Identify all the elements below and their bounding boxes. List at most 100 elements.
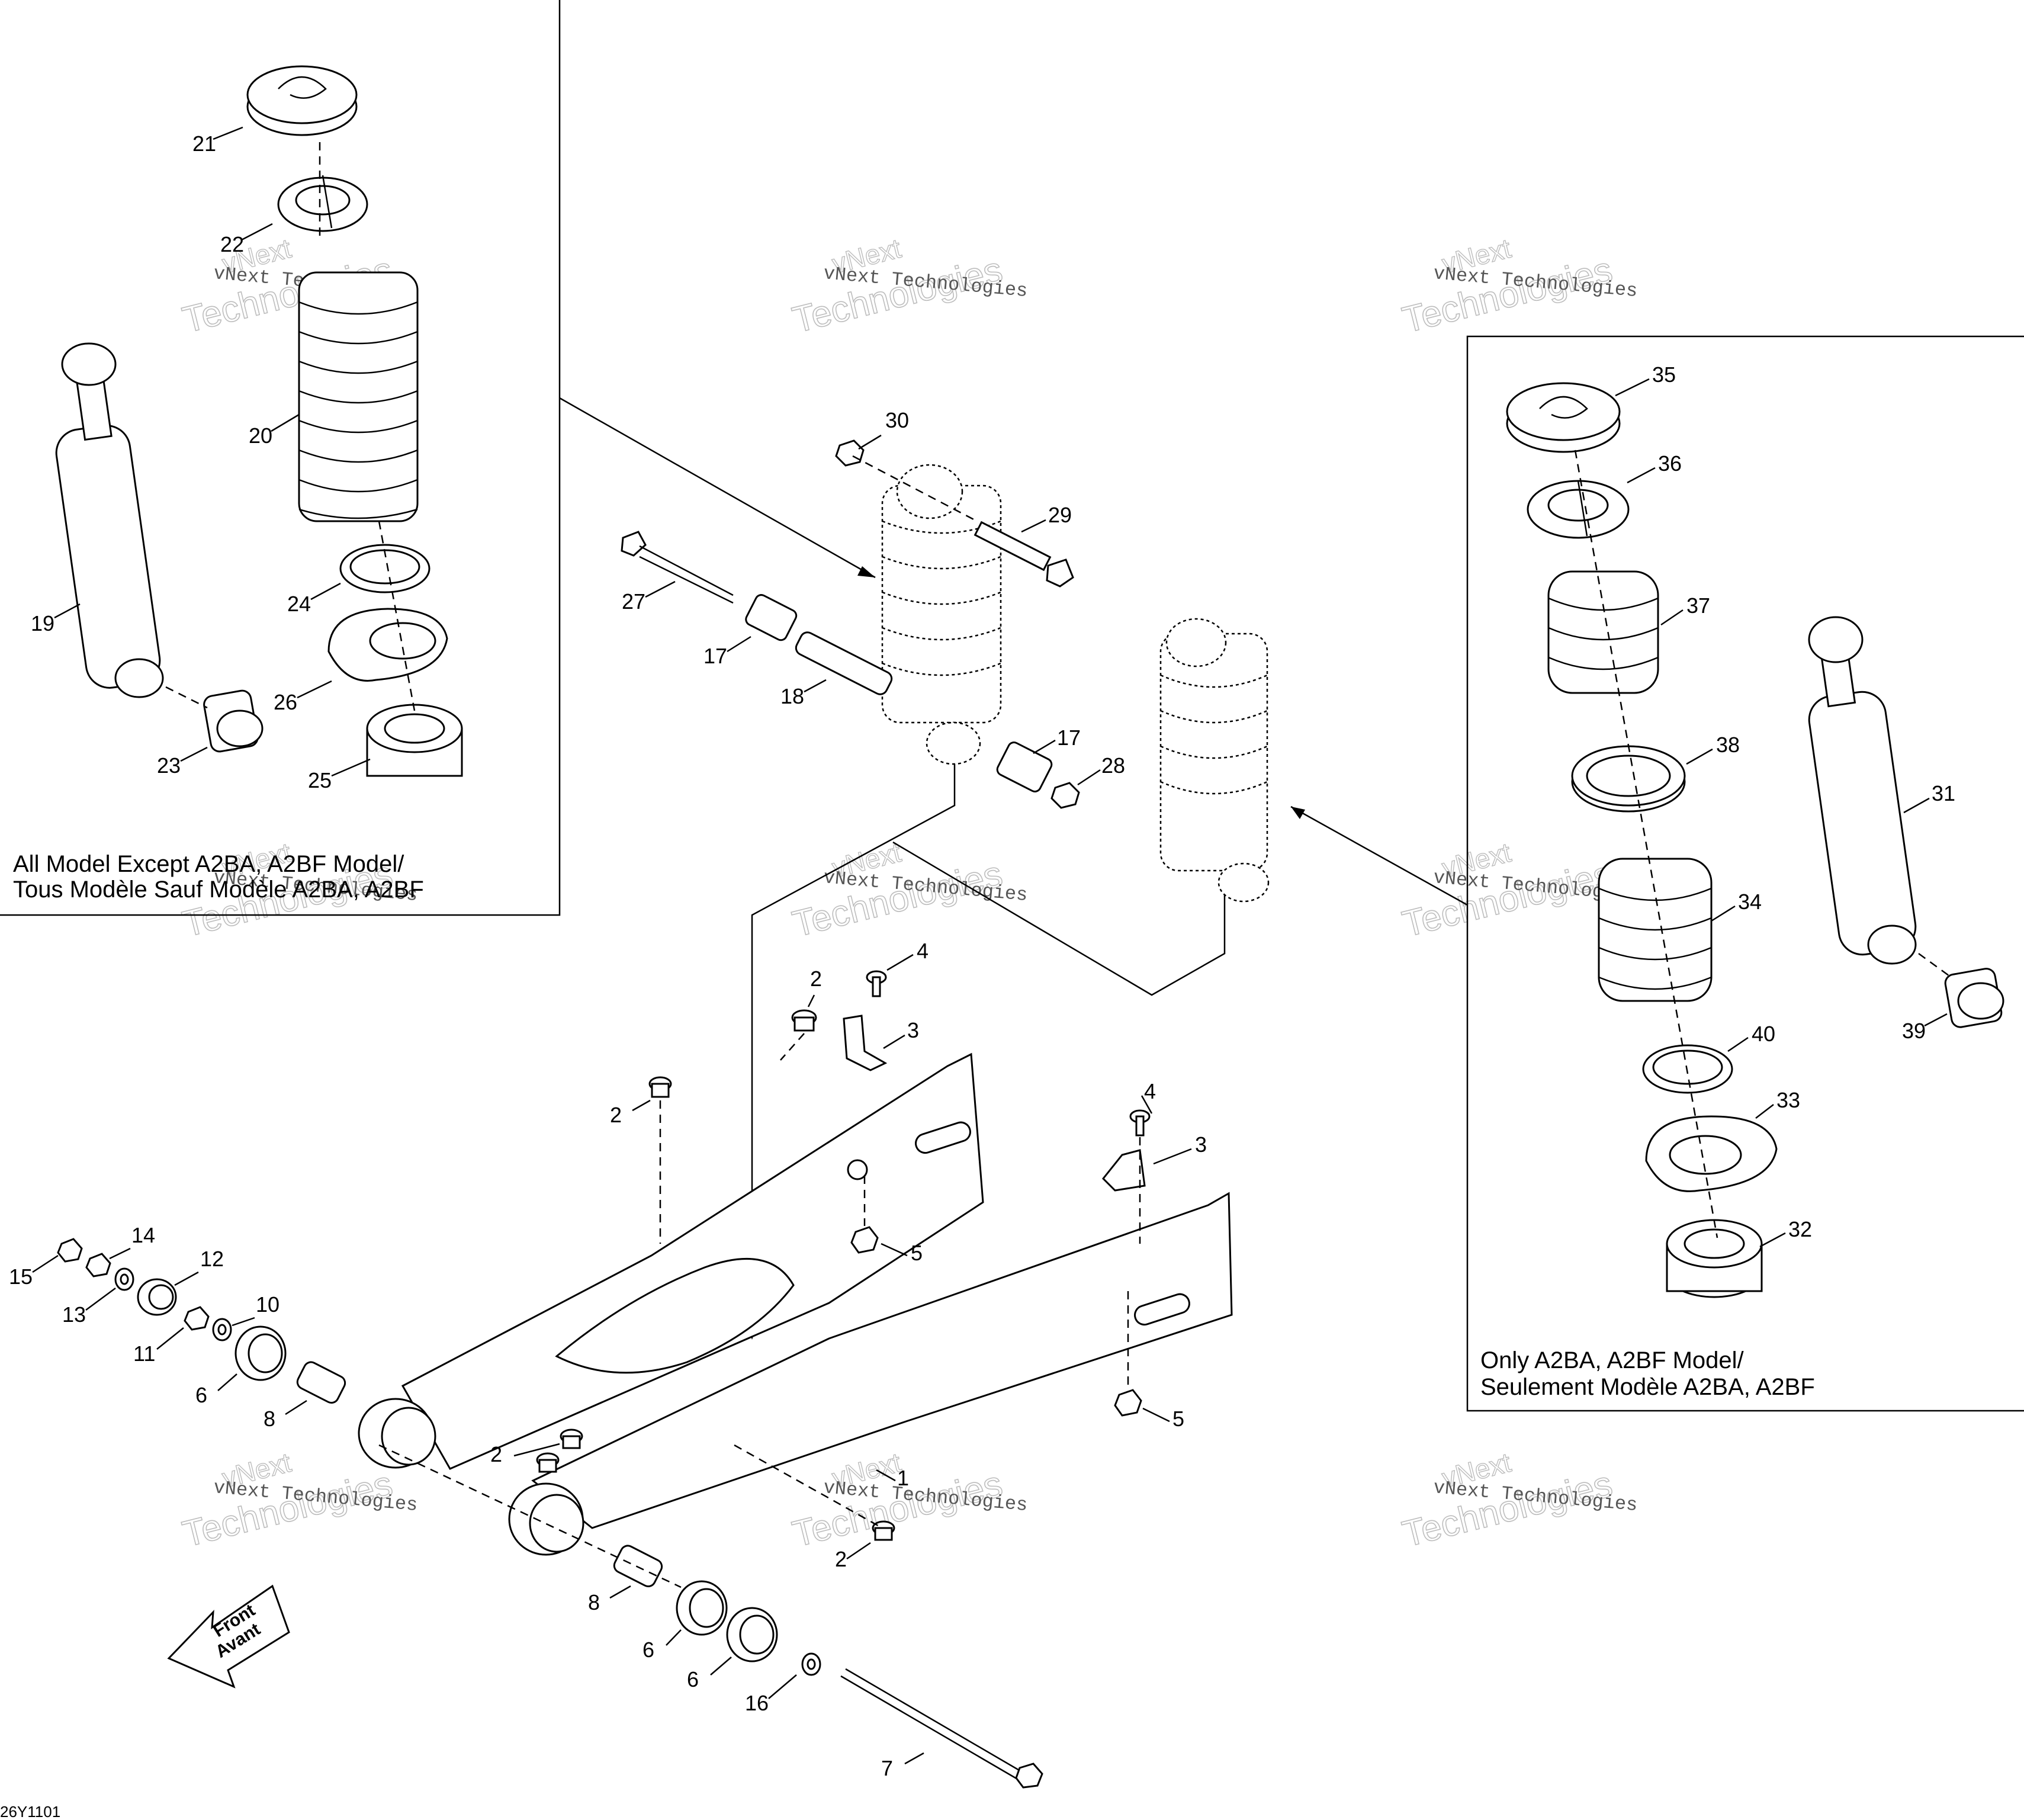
callout-number: 2 [835, 1547, 847, 1571]
callout-16: 16 [745, 1674, 797, 1715]
callout-leader-line [710, 1657, 732, 1675]
callout-6: 6 [642, 1629, 682, 1662]
callout-23: 23 [157, 746, 208, 778]
sleeve-part-17-upper [745, 594, 798, 641]
callout-21: 21 [192, 126, 243, 156]
callout-6: 6 [687, 1657, 732, 1691]
assembly-lines [559, 397, 1468, 1340]
callout-number: 31 [1932, 781, 1955, 805]
left-box-label-1: All Model Except A2BA, A2BF Model/ [13, 851, 404, 877]
callout-leader-line [241, 223, 273, 241]
shock-ghost-lower [1159, 618, 1270, 903]
callout-35: 35 [1615, 362, 1676, 397]
callout-24: 24 [287, 582, 341, 616]
callout-number: 17 [703, 644, 727, 668]
callout-leader-line [846, 1542, 871, 1560]
bearing-part-6-a [676, 1580, 728, 1636]
callout-number: 15 [9, 1264, 33, 1289]
bracket-part-3-right [1101, 1149, 1146, 1192]
callout-number: 11 [133, 1341, 155, 1366]
callout-leader-line [807, 994, 815, 1007]
callout-leader-line [1924, 1013, 1948, 1027]
callout-4: 4 [1140, 1079, 1156, 1114]
plug-part-2-b [648, 1076, 672, 1098]
callout-leader-line [32, 1254, 59, 1273]
callout-leader-line [1686, 748, 1713, 765]
callout-leader-line [1727, 1036, 1749, 1052]
callout-number: 3 [1195, 1132, 1207, 1157]
callout-number: 22 [220, 232, 244, 256]
castle-nut-part-25 [366, 704, 463, 777]
washer-part-13 [114, 1267, 134, 1291]
diagram-code: 26Y1101 [0, 1803, 60, 1820]
callout-number: 33 [1776, 1088, 1800, 1112]
callout-leader-line [727, 635, 751, 653]
callout-2: 2 [835, 1542, 871, 1571]
bearing-part-6-left [234, 1325, 287, 1381]
callout-38: 38 [1686, 733, 1740, 765]
coil-spring-part-34 [1598, 858, 1713, 1002]
callout-leader-line [1153, 1148, 1192, 1165]
swingarm-part-1 [358, 1052, 1233, 1556]
bolt-part-4-left [866, 970, 887, 997]
callout-7: 7 [881, 1752, 924, 1780]
callout-leader-line [666, 1629, 682, 1646]
callout-number: 12 [200, 1247, 224, 1271]
right-box-label-1: Only A2BA, A2BF Model/ [1480, 1347, 1745, 1373]
callout-leader-line [883, 1034, 905, 1049]
plug-part-2-d [872, 1520, 895, 1541]
callout-36: 36 [1627, 451, 1682, 484]
ring-part-40 [1642, 1044, 1733, 1094]
callout-leader-line [174, 1271, 199, 1286]
callout-leader-line [217, 1373, 237, 1391]
front-direction-arrow: Front Avant [167, 1584, 290, 1689]
callout-leader-line [1903, 797, 1930, 814]
callout-number: 10 [256, 1292, 279, 1317]
callout-17: 17 [1033, 726, 1081, 755]
bearing-part-6-b [726, 1607, 778, 1662]
tube-part-18 [795, 631, 893, 695]
callout-leader-line [1759, 1232, 1786, 1248]
callout-6: 6 [195, 1373, 237, 1407]
cap-part-12 [137, 1278, 177, 1316]
spacer-part-8-left [296, 1361, 346, 1404]
bolt-part-29 [974, 521, 1074, 588]
callout-number: 27 [622, 589, 645, 614]
callout-26: 26 [274, 680, 332, 714]
callout-number: 14 [131, 1223, 155, 1247]
callout-leader-line [271, 413, 300, 432]
callout-1: 1 [876, 1466, 909, 1490]
ring-part-38 [1571, 745, 1686, 813]
callout-number: 7 [881, 1756, 893, 1780]
split-ring-part-36 [1527, 480, 1630, 539]
callout-leader-line [85, 1287, 116, 1311]
callout-number: 36 [1658, 451, 1682, 476]
nut-part-14 [85, 1253, 111, 1277]
callout-13: 13 [62, 1287, 116, 1327]
castle-nut-part-32 [1666, 1219, 1763, 1298]
callout-32: 32 [1759, 1217, 1812, 1248]
adjuster-plate-part-33 [1645, 1115, 1778, 1192]
callout-5: 5 [1142, 1407, 1184, 1431]
callout-2: 2 [807, 967, 822, 1007]
callout-leader-line [1615, 378, 1650, 397]
right-box-label-2: Seulement Modèle A2BA, A2BF [1480, 1374, 1815, 1400]
callout-33: 33 [1755, 1088, 1800, 1119]
callout-29: 29 [1021, 503, 1072, 533]
callout-leader-line [156, 1327, 184, 1350]
callout-leader-line [285, 1399, 307, 1415]
callout-number: 39 [1902, 1019, 1926, 1043]
callout-number: 20 [249, 423, 272, 448]
callout-leader-line [645, 580, 676, 598]
spring-cap-part-35 [1506, 382, 1621, 453]
right-shock-parts [1506, 382, 2004, 1298]
callout-labels: 2122201924262325302927171817283536373138… [9, 126, 1955, 1780]
bolt-part-4-right [1129, 1109, 1151, 1137]
callout-4: 4 [886, 939, 929, 971]
callout-3: 3 [883, 1018, 919, 1049]
plug-part-2-c [536, 1429, 583, 1473]
callout-number: 6 [642, 1638, 654, 1662]
callout-leader-line [232, 1317, 255, 1327]
callout-leader-line [1627, 467, 1656, 484]
